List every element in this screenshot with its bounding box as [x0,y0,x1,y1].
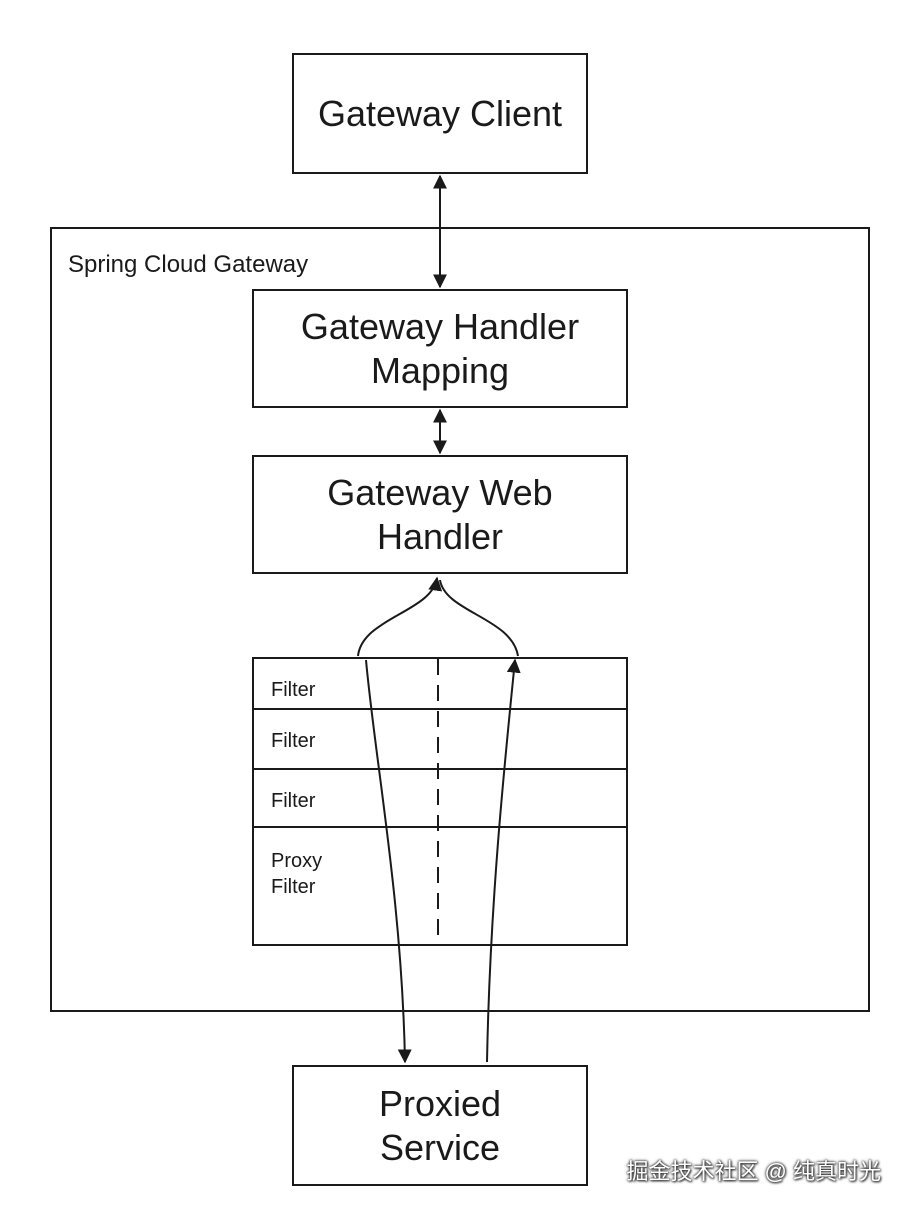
filter-row: Filter [254,770,626,828]
filter-label: Filter [271,730,316,752]
gateway-client-label: Gateway Client [317,92,563,134]
filter-row: Proxy Filter [254,828,626,946]
proxied-service-box: Proxied Service [292,1065,588,1186]
filter-label: Filter [271,790,316,812]
filter-chain-box: Filter Filter Filter Proxy Filter [252,657,628,946]
container-label: Spring Cloud Gateway [68,251,309,278]
proxy-filter-label: Proxy Filter [271,850,323,898]
web-handler-label: Gateway Web Handler [327,471,553,557]
filter-row: Filter [254,710,626,770]
watermark-text: 掘金技术社区 @ 纯真时光 [626,1159,881,1184]
filter-label: Filter [271,679,316,701]
gateway-web-handler-box: Gateway Web Handler [252,455,628,574]
proxied-service-label: Proxied Service [378,1082,502,1168]
handler-mapping-label: Gateway Handler Mapping [300,305,580,391]
filter-row: Filter [254,659,626,710]
spring-cloud-gateway-container [50,227,870,1012]
gateway-client-box: Gateway Client [292,53,588,174]
gateway-handler-mapping-box: Gateway Handler Mapping [252,289,628,408]
